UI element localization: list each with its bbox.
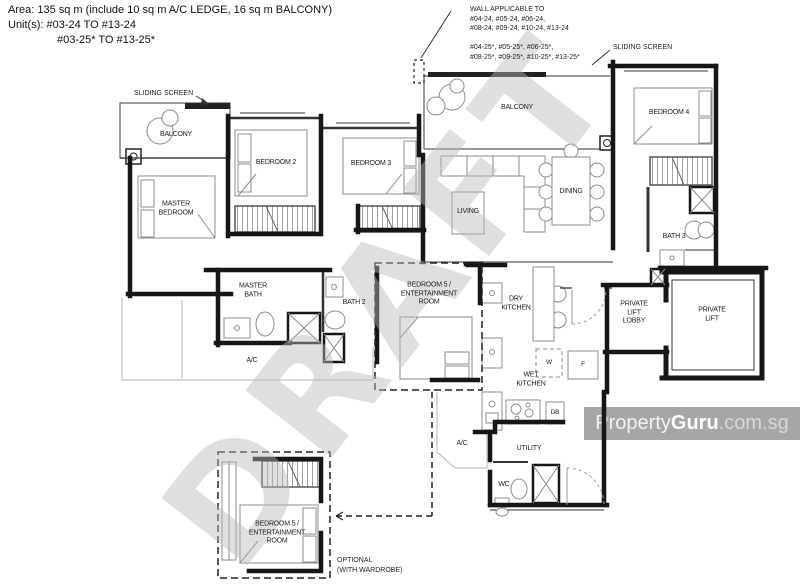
room-label-ac-bottom: A/C	[456, 439, 468, 447]
units-text-line1: Unit(s): #03-24 TO #13-24	[8, 19, 136, 31]
room-label-bedroom5-optional: BEDROOM 5 / ENTERTAINMENT ROOM	[248, 520, 306, 545]
bed-bedroom4	[633, 87, 713, 145]
room-label-master-bath: MASTER BATH	[239, 282, 267, 299]
sliding-screen-label-left: SLIDING SCREEN	[134, 90, 194, 97]
room-label-bedroom2: BEDROOM 2	[255, 158, 297, 166]
washer-box	[535, 348, 563, 378]
dashed-optional-walls	[217, 59, 483, 579]
room-label-bedroom4: BEDROOM 4	[648, 108, 690, 116]
room-label-balcony-left: BALCONY	[159, 130, 193, 138]
coffee-table	[451, 191, 485, 235]
dining-set	[538, 143, 605, 226]
brand-guru: Guru	[670, 412, 719, 434]
room-label-private-lift: PRIVATE LIFT	[698, 306, 726, 323]
room-label-private-lift-lobby: PRIVATE LIFT LOBBY	[620, 300, 648, 325]
room-label-master-bedroom: MASTER BEDROOM	[158, 200, 194, 217]
room-label-living: LIVING	[457, 207, 479, 215]
room-label-balcony-top: BALCONY	[500, 103, 534, 111]
ac-ledge-outlines	[121, 298, 488, 469]
door-swings	[566, 289, 607, 506]
room-label-dry-kitchen: DRY KITCHEN	[501, 295, 531, 312]
bed-bedroom5-main	[399, 316, 473, 380]
area-text: Area: 135 sq m (include 10 sq m A/C LEDG…	[8, 4, 333, 16]
interior-walls	[120, 70, 755, 463]
room-label-wet-kitchen: WET KITCHEN	[516, 371, 546, 388]
brand-domain: .com.sg	[718, 412, 789, 434]
x-shafts	[286, 185, 716, 505]
label-washer: W	[546, 358, 552, 366]
room-label-dining: DINING	[559, 187, 583, 195]
room-label-bedroom5-main: BEDROOM 5 / ENTERTAINMENT ROOM	[400, 281, 458, 306]
label-db: DB	[550, 408, 560, 416]
room-label-utility: UTILITY	[516, 444, 542, 452]
sliding-screen-label-right: SLIDING SCREEN	[613, 44, 673, 51]
wall-note-para2: #04-25*, #05-25*, #06-25*, #08-25*, #09-…	[470, 44, 580, 61]
label-fridge: F	[581, 360, 585, 368]
room-label-bedroom3: BEDROOM 3	[350, 159, 392, 167]
leader-lines	[195, 10, 611, 105]
bed-bedroom5-optional	[221, 461, 319, 564]
optional-note: OPTIONAL (WITH WARDROBE)	[337, 557, 403, 574]
wall-note-para1: WALL APPLICABLE TO #04-24, #05-24, #06-2…	[470, 6, 569, 32]
sofa	[440, 155, 546, 233]
room-label-wc: WC	[498, 480, 510, 488]
kitchen-island	[532, 266, 567, 342]
structural-walls	[125, 59, 769, 574]
bed-bedroom3	[342, 137, 420, 195]
bath-fixtures	[223, 220, 715, 517]
brand-property: Property	[595, 412, 671, 434]
plant-icon	[146, 78, 466, 145]
bed-master	[137, 175, 216, 239]
bed-bedroom2	[234, 129, 308, 197]
private-lift-shaft	[659, 269, 765, 381]
room-label-bath2: BATH 2	[342, 298, 366, 306]
units-text-line2: #03-25* TO #13-25*	[57, 34, 156, 46]
room-label-bath3: BATH 3	[662, 232, 686, 240]
kitchen-counters	[481, 282, 599, 431]
fridge-box	[567, 350, 599, 380]
room-label-ac-left: A/C	[246, 356, 258, 364]
